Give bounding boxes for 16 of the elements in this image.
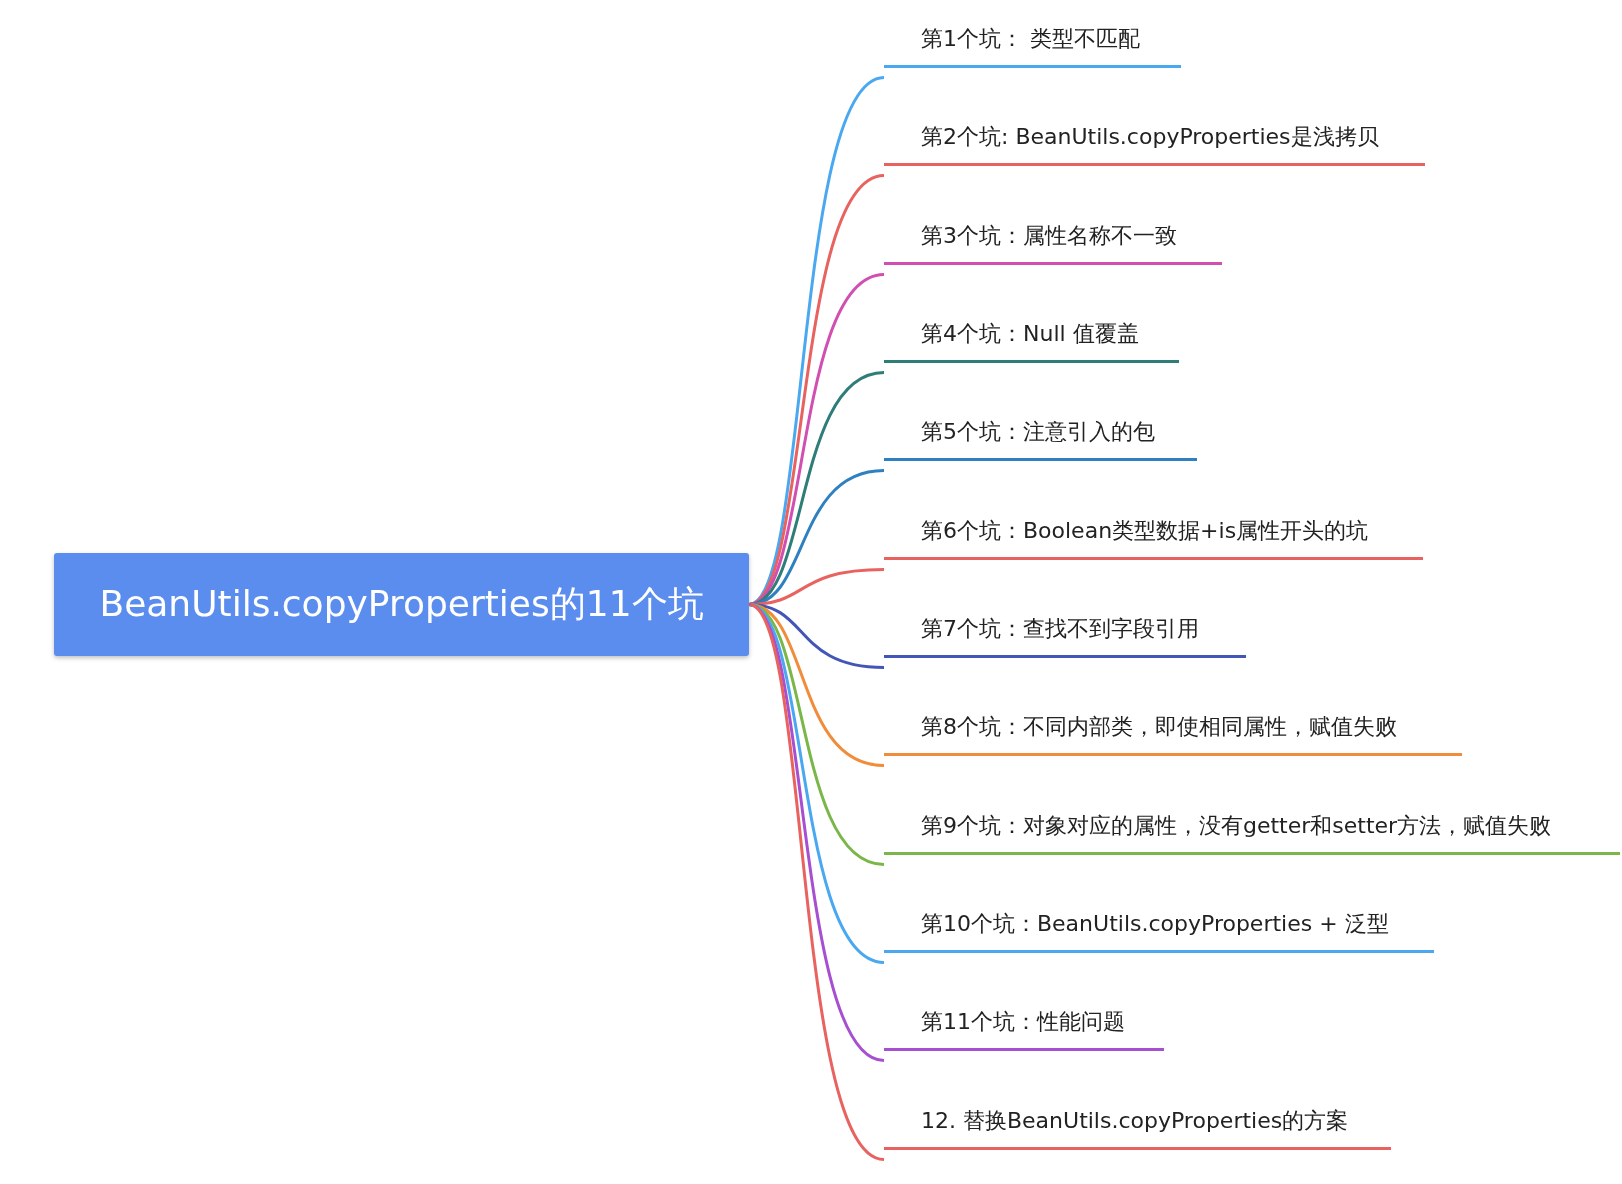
branch-topic: 第6个坑：Boolean类型数据+is属性开头的坑 (884, 516, 1423, 560)
branch-topic: 第5个坑：注意引入的包 (884, 417, 1197, 461)
branch-topic: 第10个坑：BeanUtils.copyProperties + 泛型 (884, 909, 1434, 953)
branch-topic: 第9个坑：对象对应的属性，没有getter和setter方法，赋值失败 (884, 811, 1620, 855)
branch-line (748, 76, 885, 606)
branch-topic: 第3个坑：属性名称不一致 (884, 221, 1222, 265)
branch-line (748, 603, 885, 1062)
branch-topic: 第1个坑： 类型不匹配 (884, 24, 1181, 68)
branch-topic: 12. 替换BeanUtils.copyProperties的方案 (884, 1106, 1391, 1150)
branch-topic: 第11个坑：性能问题 (884, 1007, 1164, 1051)
branch-topic: 第8个坑：不同内部类，即使相同属性，赋值失败 (884, 712, 1462, 756)
branch-topic: 第2个坑: BeanUtils.copyProperties是浅拷贝 (884, 122, 1425, 166)
branch-line (748, 603, 885, 1161)
branch-topic: 第4个坑：Null 值覆盖 (884, 319, 1179, 363)
topic-box: BeanUtils.copyProperties的11个坑 (54, 553, 749, 656)
branch-topic: 第7个坑：查找不到字段引用 (884, 614, 1246, 658)
